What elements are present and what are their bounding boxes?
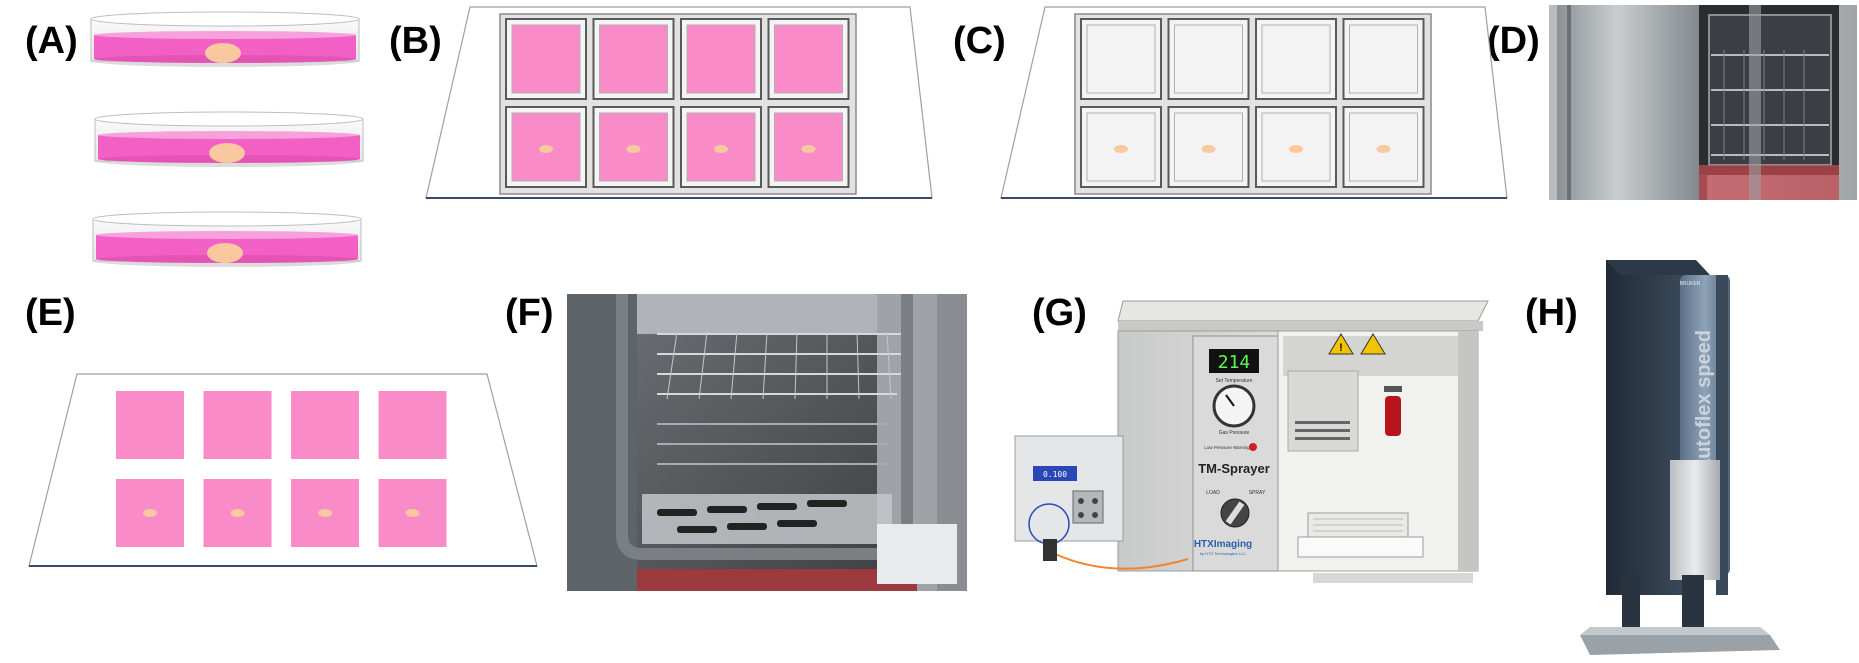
tissue-section bbox=[205, 43, 241, 63]
incubator-open-photo bbox=[1549, 5, 1857, 200]
tissue-section bbox=[207, 243, 243, 263]
petri-dish-3 bbox=[92, 211, 362, 267]
petri-dishes-figure bbox=[90, 11, 364, 267]
chamber-well bbox=[592, 18, 675, 100]
svg-text:!: ! bbox=[1339, 342, 1343, 354]
chamber-wells bbox=[505, 18, 850, 188]
tissue-section bbox=[209, 143, 245, 163]
incubator-interior-photo bbox=[567, 294, 967, 591]
tissue-section bbox=[801, 145, 816, 153]
model-label: autoflex speed bbox=[1693, 330, 1715, 470]
tissue-slide-figure bbox=[28, 373, 538, 567]
chamber-well bbox=[1255, 106, 1337, 188]
tissue-section bbox=[318, 509, 332, 517]
tissue-section bbox=[230, 509, 245, 517]
tissue-squares bbox=[116, 391, 447, 547]
bruker-logo: BRUKER bbox=[1680, 281, 1701, 287]
tissue-section bbox=[539, 145, 553, 153]
svg-text:LOAD: LOAD bbox=[1206, 490, 1220, 496]
tissue-square bbox=[203, 391, 272, 459]
svg-text:0.100: 0.100 bbox=[1043, 470, 1067, 479]
petri-dish-2 bbox=[94, 111, 364, 167]
warning-led bbox=[1249, 443, 1257, 451]
chamber-well bbox=[1342, 106, 1425, 188]
chamber-well bbox=[680, 106, 762, 188]
panel-label-d: (D) bbox=[1487, 20, 1540, 62]
chamber-well bbox=[1080, 106, 1162, 188]
petri-dish-1 bbox=[90, 11, 360, 67]
temperature-reading: 214 bbox=[1218, 352, 1251, 373]
chamber-well bbox=[592, 106, 675, 188]
tissue-square bbox=[378, 479, 447, 547]
tissue-square bbox=[291, 479, 359, 547]
tissue-square bbox=[116, 391, 184, 459]
tissue-section bbox=[714, 145, 728, 153]
chamber-well bbox=[1167, 18, 1250, 100]
tissue-section bbox=[1289, 145, 1303, 153]
chamber-well bbox=[1342, 18, 1425, 100]
svg-text:Set Temperature: Set Temperature bbox=[1216, 378, 1253, 384]
temperature-display bbox=[1209, 349, 1259, 373]
panel-label-h: (H) bbox=[1525, 292, 1578, 334]
svg-text:Low Pressure Warning: Low Pressure Warning bbox=[1204, 445, 1250, 450]
tm-sprayer-figure: 214 Set Temperature Gas Pressure Low Pre… bbox=[1014, 300, 1489, 583]
panel-label-c: (C) bbox=[953, 20, 1006, 62]
panel-label-g: (G) bbox=[1032, 292, 1087, 334]
svg-text:by HTX Technologies LLC: by HTX Technologies LLC bbox=[1200, 551, 1246, 556]
spray-nozzle bbox=[1385, 396, 1401, 436]
panel-label-a: (A) bbox=[25, 20, 78, 62]
tissue-square bbox=[291, 391, 359, 459]
sprayer-name: TM-Sprayer bbox=[1198, 461, 1270, 476]
warning-triangle-icon bbox=[1328, 333, 1354, 355]
svg-text:Gas Pressure: Gas Pressure bbox=[1219, 430, 1250, 436]
tissue-section bbox=[1201, 145, 1216, 153]
tissue-square bbox=[203, 479, 272, 547]
chamber-slide-pink-figure bbox=[425, 6, 933, 199]
hot-surface-triangle-icon bbox=[1360, 333, 1386, 355]
panel-label-f: (F) bbox=[505, 292, 554, 334]
chamber-well bbox=[767, 106, 850, 188]
tissue-square bbox=[116, 479, 184, 547]
tissue-square bbox=[378, 391, 447, 459]
htx-logo: HTXImaging bbox=[1194, 539, 1252, 550]
syringe-pump bbox=[1014, 435, 1124, 542]
chamber-slide-empty-figure bbox=[1000, 6, 1508, 199]
tissue-section bbox=[1114, 145, 1128, 153]
tissue-section bbox=[626, 145, 641, 153]
panel-label-e: (E) bbox=[25, 292, 76, 334]
tissue-section bbox=[143, 509, 157, 517]
chamber-well bbox=[505, 106, 587, 188]
mass-spectrometer-figure: autoflex speed BRUKER bbox=[1580, 260, 1780, 655]
chamber-well bbox=[1167, 106, 1250, 188]
panel-label-b: (B) bbox=[389, 20, 442, 62]
chamber-well bbox=[680, 18, 762, 100]
chamber-well bbox=[1255, 18, 1337, 100]
chamber-well bbox=[505, 18, 587, 100]
svg-text:SPRAY: SPRAY bbox=[1249, 490, 1266, 496]
chamber-well bbox=[767, 18, 850, 100]
tissue-section bbox=[405, 509, 420, 517]
chamber-wells bbox=[1080, 18, 1425, 188]
chamber-well bbox=[1080, 18, 1162, 100]
tissue-section bbox=[1376, 145, 1391, 153]
